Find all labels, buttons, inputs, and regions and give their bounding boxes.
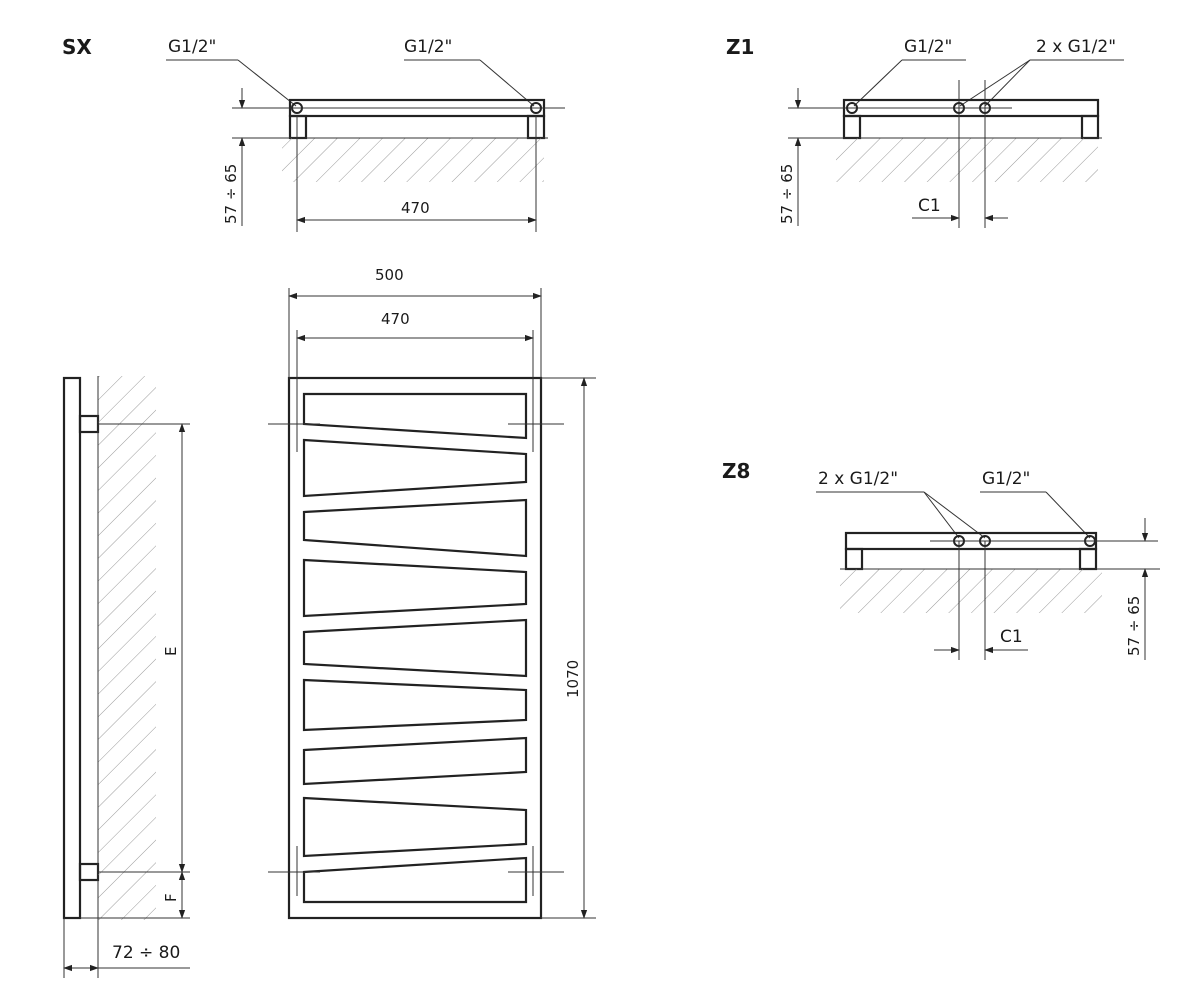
z1-leader-double-diag-b <box>984 59 1031 107</box>
front-bar-6 <box>302 678 528 732</box>
side-bracket-bottom <box>78 862 100 882</box>
z8-leader-double-diag-b <box>923 491 986 539</box>
z1-heading: Z1 <box>726 35 754 59</box>
front-470-dim: 470 <box>381 310 410 328</box>
front-bar-9 <box>302 856 528 904</box>
z1-bracket-right <box>1080 114 1100 140</box>
sx-bracket-left <box>288 114 308 140</box>
side-panel <box>62 376 82 920</box>
z8-port-single-label: G1/2" <box>982 469 1030 489</box>
side-e-dim: E <box>162 647 180 656</box>
sx-port-right-label: G1/2" <box>404 37 452 57</box>
sx-wall-hatch <box>282 138 544 182</box>
z8-c1-dim: C1 <box>1000 627 1023 647</box>
sx-port-left-label: G1/2" <box>168 37 216 57</box>
front-bar-1 <box>302 392 528 440</box>
front-bar-3 <box>302 498 528 558</box>
side-bracket-top <box>78 414 100 434</box>
front-bar-8 <box>302 796 528 858</box>
view-front: 500 470 1070 <box>268 266 596 920</box>
front-bar-4 <box>302 558 528 618</box>
z1-depth-dim: 57 ÷ 65 <box>778 164 796 224</box>
front-bar-2 <box>302 438 528 498</box>
z1-port-single-label: G1/2" <box>904 37 952 57</box>
z1-bracket-left <box>842 114 862 140</box>
z1-leader-double-diag-a <box>959 59 1031 107</box>
sx-leader-right-diag <box>479 59 535 107</box>
z8-leader-single-diag <box>1045 491 1091 539</box>
z8-bracket-left <box>844 547 864 571</box>
front-bar-7 <box>302 736 528 786</box>
z8-leader-double-diag-a <box>923 491 960 539</box>
view-sx: SX G1/2" G1/2" 57 ÷ 65 470 <box>62 35 565 232</box>
z1-leader-single-diag <box>853 59 903 107</box>
view-z8: Z8 2 x G1/2" G1/2" 57 ÷ 65 C1 <box>722 459 1160 660</box>
view-side: E F 72 ÷ 80 <box>62 376 190 978</box>
sx-heading: SX <box>62 35 92 59</box>
front-bars <box>302 392 528 904</box>
front-bar-5 <box>302 618 528 678</box>
z8-port-double-label: 2 x G1/2" <box>818 469 898 489</box>
side-w-dim: 72 ÷ 80 <box>112 943 180 963</box>
side-f-dim: F <box>162 893 180 902</box>
z1-wall-hatch <box>836 138 1098 182</box>
front-frame <box>287 376 543 920</box>
front-500-dim: 500 <box>375 266 404 284</box>
z8-wall-hatch <box>840 569 1102 613</box>
z1-c1-dim: C1 <box>918 196 941 216</box>
z8-depth-dim: 57 ÷ 65 <box>1125 596 1143 656</box>
z8-heading: Z8 <box>722 459 750 483</box>
z1-port-double-label: 2 x G1/2" <box>1036 37 1116 57</box>
z8-bracket-right <box>1078 547 1098 571</box>
side-wall-hatch <box>98 376 156 920</box>
view-z1: Z1 G1/2" 2 x G1/2" 57 ÷ 65 C1 <box>726 35 1124 228</box>
front-h-dim: 1070 <box>564 660 582 698</box>
sx-width-dim: 470 <box>401 199 430 217</box>
sx-leader-left-diag <box>237 59 297 107</box>
sx-depth-dim: 57 ÷ 65 <box>222 164 240 224</box>
